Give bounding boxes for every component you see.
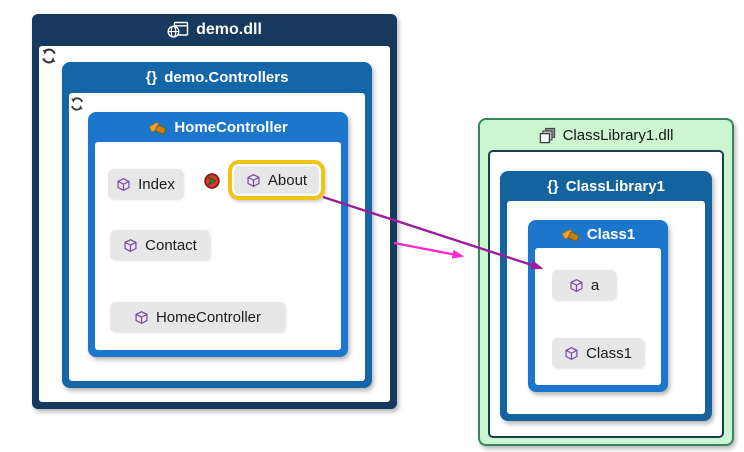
expand-link-badge-icon[interactable] (204, 173, 220, 189)
assembly-group-demo-dll[interactable]: demo.dll {} demo.Controllers (32, 14, 397, 409)
link-about-to-a[interactable] (322, 195, 544, 270)
class-title: HomeController (174, 118, 288, 136)
class-icon (561, 226, 580, 243)
assembly-title: ClassLibrary1.dll (562, 126, 674, 144)
method-icon (564, 346, 579, 361)
method-label: About (267, 171, 308, 189)
namespace-group-classlibrary1-header[interactable]: {} ClassLibrary1 (500, 171, 712, 201)
namespace-icon: {} (547, 177, 559, 195)
method-node-about[interactable]: About (234, 166, 319, 194)
method-node-index[interactable]: Index (108, 169, 183, 199)
class-group-class1-body: a Class1 (535, 248, 661, 385)
assembly-group-demo-dll-body: {} demo.Controllers (39, 46, 390, 402)
assembly-group-demo-dll-header[interactable]: demo.dll (32, 14, 397, 46)
method-label: Index (138, 175, 175, 193)
method-node-about-selection[interactable]: About (228, 160, 325, 200)
method-node-contact[interactable]: Contact (110, 230, 210, 260)
method-icon (134, 310, 149, 325)
assembly-group-classlibrary1-dll-body: {} ClassLibrary1 Class1 (488, 150, 724, 438)
method-node-class1[interactable]: Class1 (552, 338, 644, 368)
namespace-group-demo-controllers-header[interactable]: {} demo.Controllers (62, 62, 372, 93)
module-icon (539, 127, 556, 144)
web-application-icon (167, 21, 189, 39)
class-group-class1[interactable]: Class1 a (528, 220, 668, 392)
method-node-homecontroller[interactable]: HomeController (110, 302, 285, 332)
method-icon (246, 173, 261, 188)
assembly-group-classlibrary1-dll[interactable]: ClassLibrary1.dll {} ClassLibrary1 (478, 118, 734, 446)
assembly-title: demo.dll (196, 21, 262, 38)
class-icon (148, 119, 167, 136)
method-label: HomeController (155, 308, 262, 326)
method-icon (116, 177, 131, 192)
method-label: a (590, 276, 600, 294)
namespace-group-classlibrary1[interactable]: {} ClassLibrary1 Class1 (500, 171, 712, 421)
class-title: Class1 (586, 225, 636, 243)
link-demodll-to-classlibrary1dll[interactable] (393, 241, 465, 259)
class-group-class1-header[interactable]: Class1 (528, 220, 668, 248)
method-label: Class1 (586, 344, 632, 362)
method-icon (123, 238, 138, 253)
method-icon (569, 278, 584, 293)
namespace-group-demo-controllers-body: HomeController Index (69, 93, 365, 381)
refresh-icon[interactable] (69, 96, 85, 112)
namespace-group-classlibrary1-body: Class1 a (507, 201, 705, 414)
namespace-title: demo.Controllers (164, 69, 289, 86)
assembly-group-classlibrary1-dll-header[interactable]: ClassLibrary1.dll (480, 120, 732, 150)
namespace-icon: {} (145, 69, 158, 86)
method-node-a[interactable]: a (552, 270, 616, 300)
refresh-icon[interactable] (40, 47, 58, 65)
namespace-group-demo-controllers[interactable]: {} demo.Controllers (62, 62, 372, 388)
class-group-homecontroller[interactable]: HomeController Index (88, 112, 348, 357)
method-label: Contact (145, 236, 197, 254)
class-group-homecontroller-body: Index About (95, 142, 341, 350)
namespace-title: ClassLibrary1 (565, 177, 665, 195)
class-group-homecontroller-header[interactable]: HomeController (88, 112, 348, 142)
